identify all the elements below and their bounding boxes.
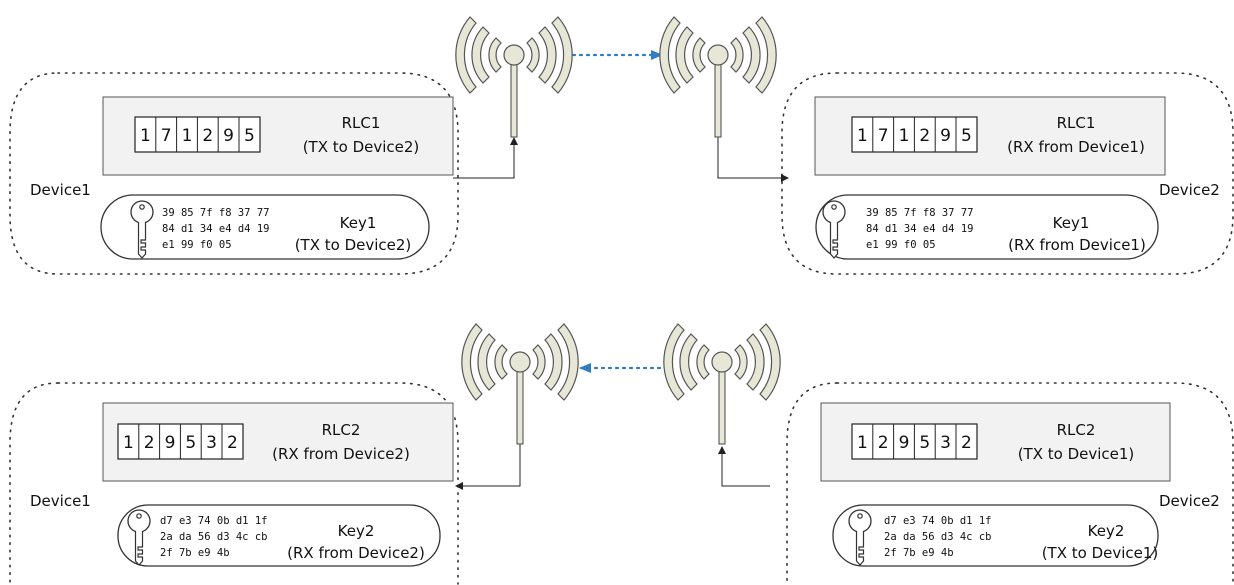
rlc-digit: 7 xyxy=(878,126,889,146)
key-hex-line: 2f 7b e9 4b xyxy=(884,547,954,559)
key-hex-line: 2a da 56 d3 4c cb xyxy=(884,531,991,543)
key-hex-line: 2a da 56 d3 4c cb xyxy=(160,531,267,543)
key-title: Key2 xyxy=(1088,522,1125,540)
rlc-digit: 9 xyxy=(223,126,234,146)
rlc-role: (TX to Device2) xyxy=(303,138,420,156)
key-hex-line: d7 e3 74 0b d1 1f xyxy=(160,515,267,527)
device-boundary xyxy=(9,72,459,275)
rlc-digit: 3 xyxy=(206,433,217,453)
key-title: Key1 xyxy=(340,214,377,232)
rlc-digit: 1 xyxy=(857,433,868,453)
connectors xyxy=(453,50,789,490)
rlc-role: (RX from Device1) xyxy=(1007,138,1145,156)
rlc-title: RLC2 xyxy=(322,421,361,439)
rlc-digit-row: 1 2 9 5 3 2 xyxy=(851,423,978,460)
rlc-digit: 2 xyxy=(202,126,213,146)
key-box xyxy=(815,194,1159,260)
rlc-digit: 2 xyxy=(961,433,972,453)
rlc-digit: 2 xyxy=(919,126,930,146)
rlc-digit: 3 xyxy=(940,433,951,453)
rlc-digit: 2 xyxy=(144,433,155,453)
rlc-digit-row: 1 7 1 2 9 5 xyxy=(851,116,978,153)
rlc-digit: 5 xyxy=(961,126,972,146)
key-box xyxy=(832,504,1159,567)
key-hex-line: 84 d1 34 e4 d4 19 xyxy=(866,223,973,235)
key-hex-line: 39 85 7f f8 37 77 xyxy=(866,207,973,219)
rlc-digit: 9 xyxy=(940,126,951,146)
panel-device2-bottom: Device2 1 2 9 5 3 2 RLC2 (TX to Device1)… xyxy=(786,382,1234,585)
panel-device1-top: Device1 1 7 1 2 9 5 RLC1 (TX to Device2)… xyxy=(9,72,459,275)
key-hex-line: 2f 7b e9 4b xyxy=(160,547,230,559)
key-icon xyxy=(822,200,846,259)
key-role: (TX to Device2) xyxy=(295,236,412,254)
rlc-digit: 2 xyxy=(227,433,238,453)
device-label: Device2 xyxy=(1159,181,1220,199)
key-role: (RX from Device2) xyxy=(287,544,425,562)
device-label: Device2 xyxy=(1159,492,1220,510)
key-role: (RX from Device1) xyxy=(1008,236,1146,254)
key-box xyxy=(117,504,441,567)
rlc-digit: 5 xyxy=(185,433,196,453)
key-hex-line: e1 99 f0 05 xyxy=(162,239,232,251)
key-role: (TX to Device1) xyxy=(1042,544,1159,562)
rlc-title: RLC1 xyxy=(342,114,381,132)
device-boundary xyxy=(781,72,1234,275)
rlc-title: RLC2 xyxy=(1057,421,1096,439)
device-label: Device1 xyxy=(30,181,91,199)
rlc-digit: 5 xyxy=(244,126,255,146)
rlc-digit: 1 xyxy=(182,126,193,146)
rlc-digit-row: 1 7 1 2 9 5 xyxy=(134,116,261,153)
key-title: Key2 xyxy=(338,522,375,540)
rlc-digit: 1 xyxy=(899,126,910,146)
rx-connector xyxy=(717,137,789,182)
tx-connector xyxy=(718,446,770,487)
rlc-digit: 5 xyxy=(919,433,930,453)
rlc-digit-row: 1 2 9 5 3 2 xyxy=(117,423,244,460)
rlc-digit: 1 xyxy=(140,126,151,146)
antenna-icon xyxy=(461,323,579,445)
antenna-icon xyxy=(659,16,777,138)
key-title: Key1 xyxy=(1053,214,1090,232)
key-icon xyxy=(127,509,151,566)
device-label: Device1 xyxy=(30,492,91,510)
rlc-digit: 9 xyxy=(165,433,176,453)
rlc-title: RLC1 xyxy=(1057,114,1096,132)
key-icon xyxy=(848,509,872,566)
rlc-digit: 9 xyxy=(899,433,910,453)
key-hex-line: 39 85 7f f8 37 77 xyxy=(162,207,269,219)
rlc-digit: 2 xyxy=(878,433,889,453)
rx-connector xyxy=(455,443,521,490)
panel-device2-top: Device2 1 7 1 2 9 5 RLC1 (RX from Device… xyxy=(781,72,1234,275)
device-boundary xyxy=(836,382,1234,585)
key-hex-line: e1 99 f0 05 xyxy=(866,239,936,251)
antenna-icon xyxy=(455,16,573,138)
antenna-icon xyxy=(663,323,781,445)
device-boundary xyxy=(57,382,459,585)
key-icon xyxy=(130,200,154,259)
rlc-digit: 1 xyxy=(857,126,868,146)
panel-device1-bottom: Device1 1 2 9 5 3 2 RLC2 (RX from Device… xyxy=(9,382,459,585)
key-hex-line: d7 e3 74 0b d1 1f xyxy=(884,515,991,527)
rlc-digit: 7 xyxy=(161,126,172,146)
key-box xyxy=(100,194,430,260)
rlc-role: (TX to Device1) xyxy=(1018,445,1135,463)
rlc-digit: 1 xyxy=(123,433,134,453)
tx-connector xyxy=(453,137,518,179)
key-hex-line: 84 d1 34 e4 d4 19 xyxy=(162,223,269,235)
rlc-role: (RX from Device2) xyxy=(272,445,410,463)
